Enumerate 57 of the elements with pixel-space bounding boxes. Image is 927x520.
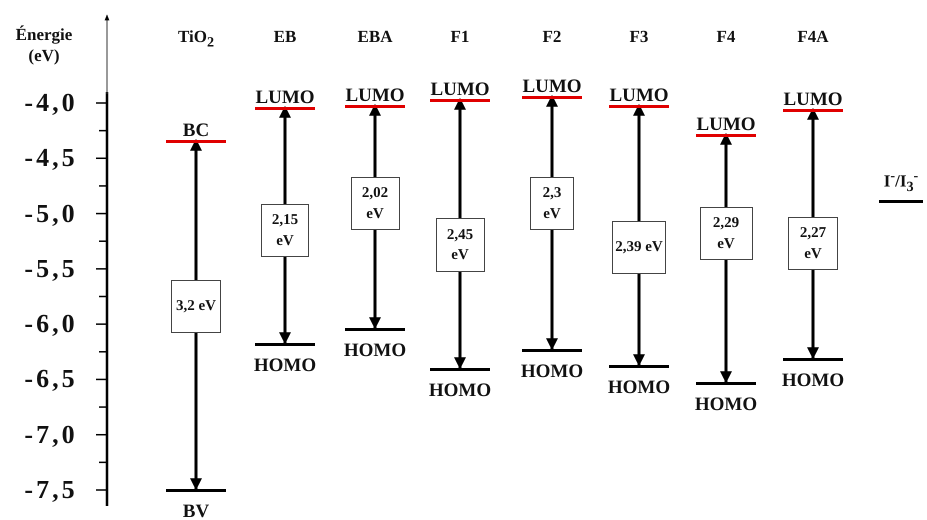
tick-label: -4,0 [23, 87, 79, 119]
band-gap-box: 2,02 eV [350, 177, 400, 230]
column-header: F4A [796, 26, 830, 48]
band-gap-box: 2,39 eV [612, 221, 666, 274]
arrow [720, 132, 732, 207]
band-gap-box: 3,2 eV [171, 280, 221, 333]
arrow [633, 104, 645, 221]
band-gap-box: 2,45 eV [436, 218, 484, 272]
arrow [190, 138, 202, 280]
energy-level: BV [166, 489, 226, 519]
energy-level: HOMO [345, 328, 405, 358]
arrow [633, 274, 645, 366]
energy-level: HOMO [430, 368, 490, 398]
band-gap-box: 2,27 eV [788, 217, 838, 270]
energy-level: HOMO [609, 365, 669, 395]
energy-level: LUMO [522, 71, 582, 99]
column-header: EBA [356, 26, 394, 48]
tick-label: -7,5 [23, 474, 79, 506]
column-header: F2 [542, 26, 562, 48]
arrow [546, 230, 558, 350]
arrow [279, 257, 291, 344]
arrow [807, 270, 819, 360]
arrow [454, 272, 466, 370]
energy-level: HOMO [255, 343, 315, 373]
column-header: F4 [716, 26, 736, 48]
energy-level: LUMO [696, 109, 756, 137]
energy-level: LUMO [345, 78, 405, 108]
tick-label: -4,5 [23, 142, 79, 174]
column-header: TiO$_{2}$ [176, 26, 216, 52]
arrow [720, 260, 732, 384]
tick-label: -7,0 [23, 418, 79, 451]
tick-label: -5,5 [23, 252, 79, 285]
tick-label: -6,0 [23, 308, 79, 340]
arrow [807, 108, 819, 217]
column-header: F3 [628, 26, 650, 48]
arrow [369, 230, 381, 330]
energy-level: LUMO [783, 82, 843, 112]
column-header: EB [272, 26, 298, 48]
arrow [454, 98, 466, 218]
energy-level: BC [166, 119, 226, 143]
arrow [279, 106, 291, 204]
energy-level: HOMO [696, 382, 756, 412]
energy-level: LUMO [609, 78, 669, 108]
band-gap-box: 2,3 eV [530, 177, 574, 230]
energy-level: HOMO [522, 349, 582, 379]
tick-label: -5,0 [23, 198, 79, 230]
tick-label: -6,5 [23, 363, 79, 396]
axis-title: Énergie (eV) [14, 24, 74, 66]
band-gap-box: 2,29 eV [700, 207, 752, 260]
energy-level: LUMO [255, 82, 315, 110]
arrow [369, 104, 381, 177]
energy-level: LUMO [430, 76, 490, 102]
energy-level: HOMO [783, 358, 843, 388]
arrow [546, 94, 558, 177]
arrow [190, 333, 202, 490]
band-gap-box: 2,15 eV [261, 204, 309, 257]
column-header: F1 [450, 26, 470, 48]
